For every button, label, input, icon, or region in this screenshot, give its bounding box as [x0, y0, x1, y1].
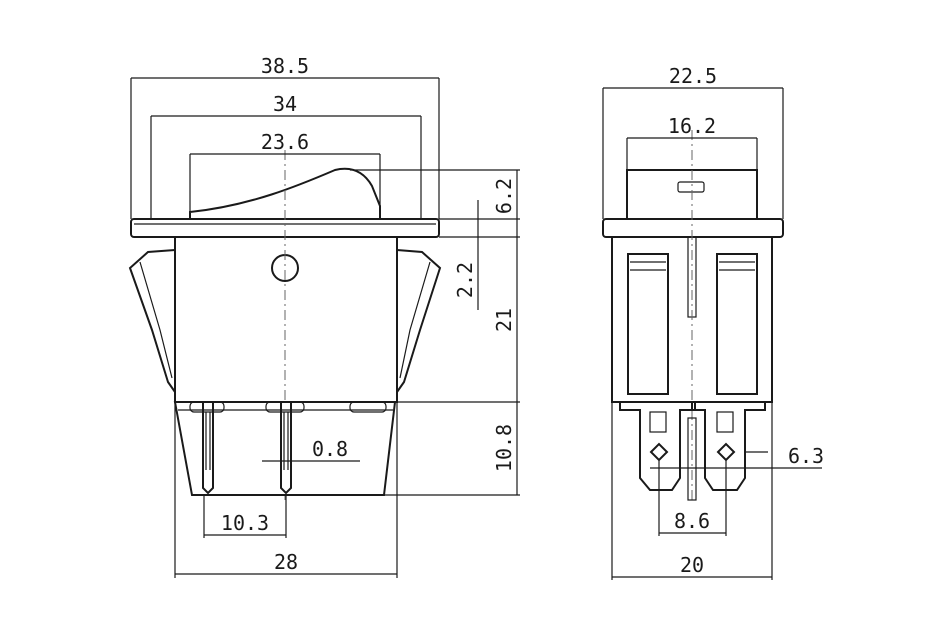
dim-flange-offset: 2.2	[453, 262, 477, 298]
dim-side-body-width: 20	[680, 553, 704, 577]
dim-rocker-height: 6.2	[492, 178, 516, 214]
dim-side-terminal-pitch: 8.6	[674, 509, 710, 533]
front-body	[174, 236, 398, 403]
dim-terminal-pitch: 10.3	[221, 511, 269, 535]
front-left-latch	[128, 249, 176, 393]
dim-terminal-thickness: 0.8	[312, 437, 348, 461]
side-flange	[602, 218, 784, 238]
dim-side-width: 22.5	[669, 64, 717, 88]
dim-rocker-width: 23.6	[261, 130, 309, 154]
front-dimensions: 38.5 34 23.6 6.2 2.2 21 10.8 0.8 10.3	[130, 54, 520, 578]
dim-side-terminal-width: 6.3	[788, 444, 824, 468]
dim-overall-width: 38.5	[261, 54, 309, 78]
side-view	[602, 130, 784, 501]
dim-terminal-length: 10.8	[492, 424, 516, 472]
side-terminals	[619, 402, 766, 501]
dim-side-top-width: 16.2	[668, 114, 716, 138]
dim-body-width: 28	[274, 550, 298, 574]
front-right-latch	[396, 249, 442, 393]
front-base	[173, 401, 397, 496]
dim-bezel-width: 34	[273, 92, 297, 116]
front-view	[128, 150, 442, 500]
dim-body-height: 21	[492, 308, 516, 332]
front-terminals	[189, 401, 387, 495]
side-dimensions: 22.5 16.2 6.3 8.6 20	[602, 64, 824, 580]
